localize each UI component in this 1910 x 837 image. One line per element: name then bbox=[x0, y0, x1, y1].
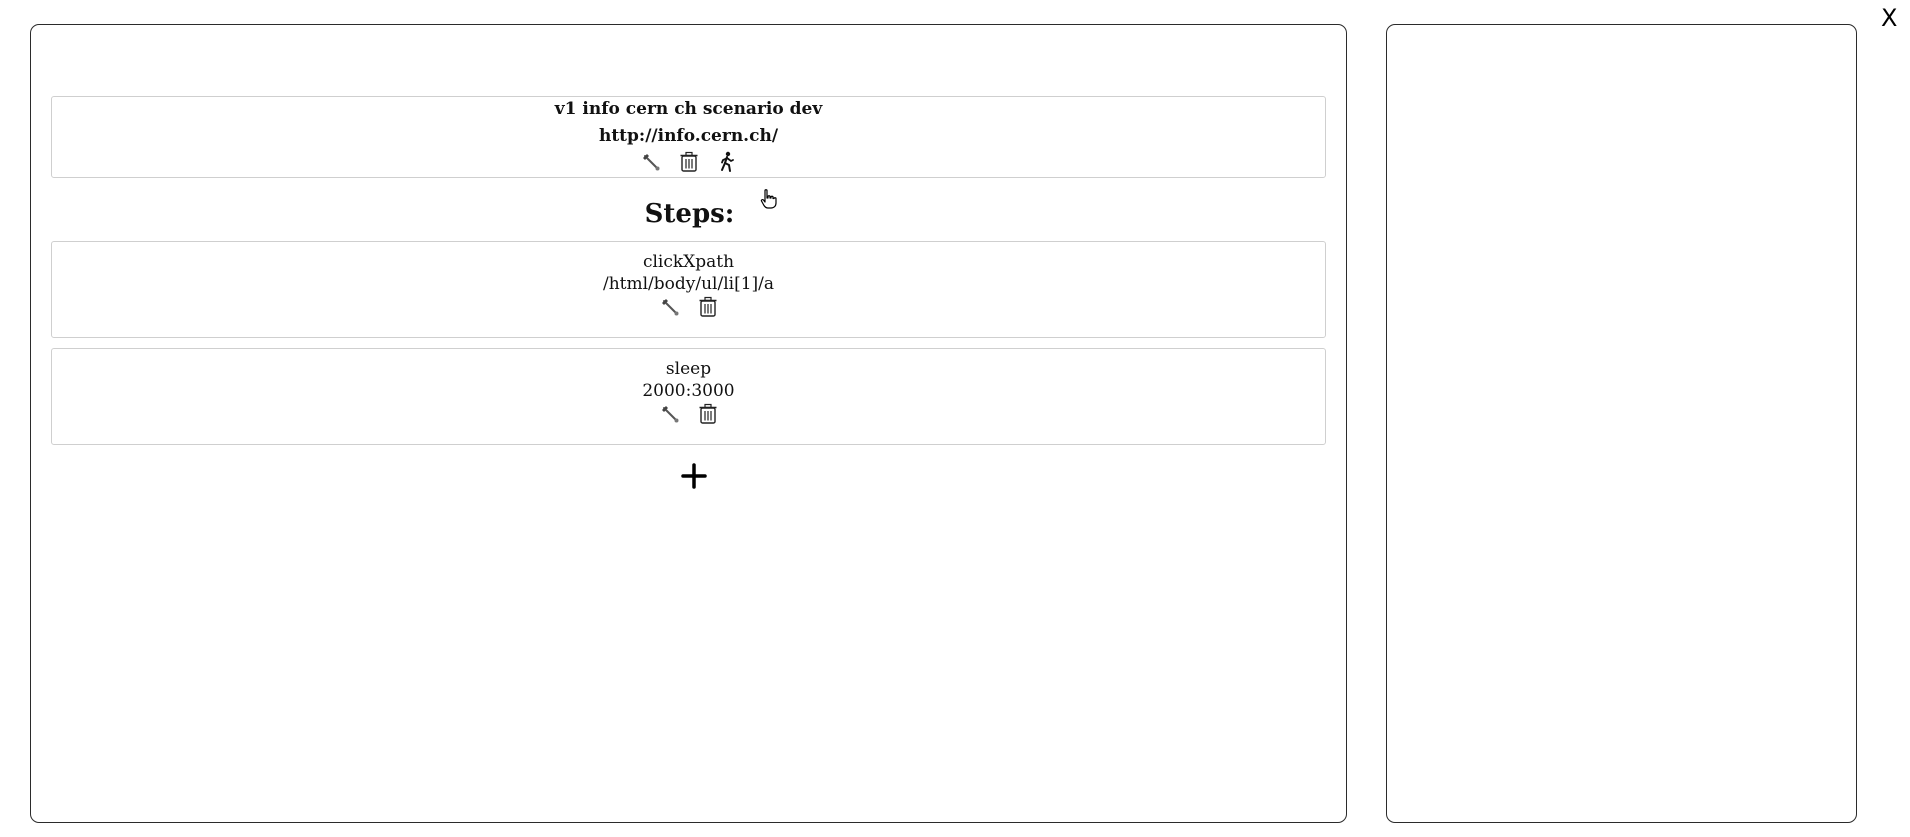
scenario-actions bbox=[52, 150, 1325, 174]
scenario-card: v1 info cern ch scenario dev http://info… bbox=[51, 96, 1326, 178]
step-actions bbox=[52, 402, 1325, 426]
wrench-icon[interactable] bbox=[658, 295, 682, 319]
scenario-name: v1 info cern ch scenario dev bbox=[554, 99, 823, 119]
step-card: clickXpath /html/body/ul/li[1]/a bbox=[51, 241, 1326, 338]
side-panel bbox=[1386, 24, 1857, 823]
trash-icon[interactable] bbox=[677, 150, 701, 174]
step-card: sleep 2000:3000 bbox=[51, 348, 1326, 445]
wrench-icon[interactable] bbox=[639, 150, 663, 174]
scenario-url: http://info.cern.ch/ bbox=[598, 126, 779, 146]
step-type: sleep bbox=[665, 359, 712, 379]
scenario-editor-panel: v1 info cern ch scenario dev http://info… bbox=[30, 24, 1347, 823]
step-type: clickXpath bbox=[642, 252, 735, 272]
close-button[interactable]: X bbox=[1881, 4, 1898, 32]
add-step-button[interactable] bbox=[679, 461, 709, 491]
run-icon[interactable] bbox=[715, 150, 739, 174]
step-value: /html/body/ul/li[1]/a bbox=[602, 274, 775, 294]
wrench-icon[interactable] bbox=[658, 402, 682, 426]
trash-icon[interactable] bbox=[696, 295, 720, 319]
step-actions bbox=[52, 295, 1325, 319]
step-value: 2000:3000 bbox=[642, 381, 735, 401]
steps-heading: Steps: bbox=[644, 199, 735, 229]
plus-icon bbox=[681, 463, 707, 489]
trash-icon[interactable] bbox=[696, 402, 720, 426]
